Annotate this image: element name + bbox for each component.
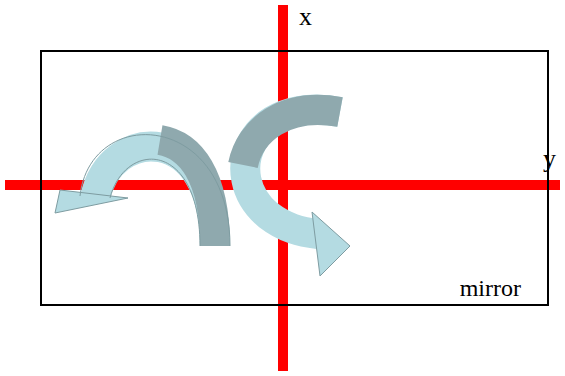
mirror-frame: mirror xyxy=(40,50,549,306)
part-name: mirror xyxy=(460,276,521,300)
axis-label: x xyxy=(299,4,312,30)
axis-label: y xyxy=(543,146,556,172)
rotation-arrow xyxy=(55,135,230,246)
rotation-arrow xyxy=(243,110,350,276)
